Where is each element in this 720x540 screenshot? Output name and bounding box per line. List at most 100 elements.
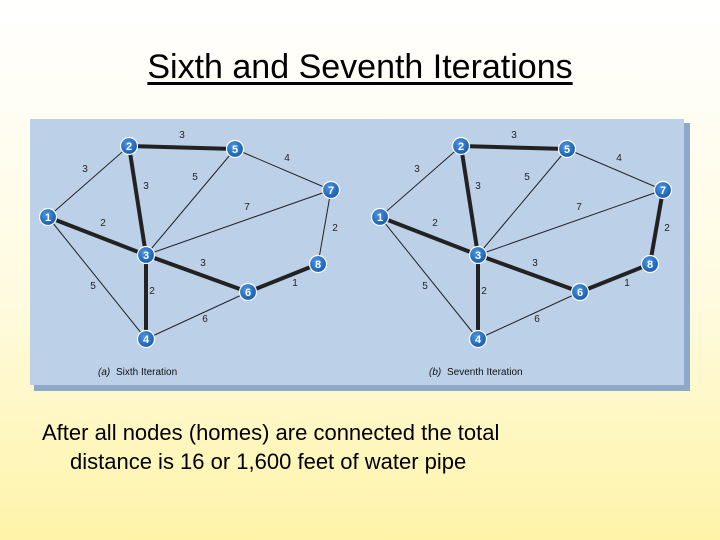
node-2 xyxy=(451,136,471,156)
edge-weight-3-4: 2 xyxy=(149,286,155,297)
slide-title: Sixth and Seventh Iterations xyxy=(147,48,573,86)
body-line-2: distance is 16 or 1,600 feet of water pi… xyxy=(70,449,467,474)
edge-1-3-selected xyxy=(46,215,148,257)
edge-weight-5-7: 4 xyxy=(616,153,622,164)
edge-7-8-selected xyxy=(648,188,665,266)
edge-weight-2-3: 3 xyxy=(143,181,149,192)
node-5 xyxy=(557,139,577,159)
edge-1-2 xyxy=(379,145,462,218)
edge-2-3-selected xyxy=(127,144,148,257)
edge-layer xyxy=(46,144,332,341)
edge-weight-6-8: 1 xyxy=(624,278,630,289)
edge-2-5-selected xyxy=(127,144,237,151)
node-1 xyxy=(370,207,390,227)
node-5 xyxy=(225,139,245,159)
body-text: After all nodes (homes) are connected th… xyxy=(42,418,682,476)
node-8-label: 8 xyxy=(315,259,321,271)
node-5-label: 5 xyxy=(232,144,238,156)
node-7-label: 7 xyxy=(660,185,666,197)
edge-3-7 xyxy=(477,189,664,256)
node-3 xyxy=(468,245,488,265)
node-6 xyxy=(570,282,590,302)
edge-2-5-selected xyxy=(459,144,569,151)
edge-6-8-selected xyxy=(578,262,652,294)
edge-weight-7-8: 2 xyxy=(664,223,670,234)
edge-weight-4-6: 6 xyxy=(534,314,540,325)
edge-weight-5-3: 5 xyxy=(524,172,530,183)
node-8-label: 8 xyxy=(647,259,653,271)
edge-2-3-selected xyxy=(459,144,480,257)
panel-background xyxy=(30,119,684,385)
node-4 xyxy=(136,329,156,349)
edge-3-7 xyxy=(145,189,332,256)
node-7-label: 7 xyxy=(328,185,334,197)
body-line-1: After all nodes (homes) are connected th… xyxy=(42,420,500,445)
edge-weight-2-3: 3 xyxy=(475,181,481,192)
node-2-label: 2 xyxy=(458,141,464,153)
edge-5-7 xyxy=(566,148,664,191)
node-3-label: 3 xyxy=(143,250,149,262)
edge-weight-3-6: 3 xyxy=(532,258,538,269)
edge-layer xyxy=(378,144,665,341)
node-layer: 1 2 3 4 5 6 7 8 xyxy=(38,136,341,349)
node-4-label: 4 xyxy=(475,334,482,346)
edge-weight-3-4: 2 xyxy=(481,286,487,297)
node-1-label: 1 xyxy=(377,212,383,224)
edge-3-6-selected xyxy=(476,253,582,294)
edge-3-6-selected xyxy=(144,253,250,294)
caption-b-prefix: (b) xyxy=(429,367,441,378)
edge-1-3-selected xyxy=(378,215,480,257)
node-3-label: 3 xyxy=(475,250,481,262)
node-2 xyxy=(119,136,139,156)
edge-weight-1-3: 2 xyxy=(432,218,438,229)
edge-4-6 xyxy=(145,291,249,340)
edge-5-3 xyxy=(145,148,236,256)
node-1 xyxy=(38,207,58,227)
graph-sixth-iteration: 3 2 5 3 3 5 4 7 2 3 2 1 61 2 3 4 5 6 7 8 xyxy=(38,130,341,349)
node-2-label: 2 xyxy=(126,141,132,153)
edge-weight-5-3: 5 xyxy=(192,172,198,183)
edge-1-4 xyxy=(379,216,479,340)
caption-a-prefix: (a) xyxy=(98,367,110,378)
edge-weight-6-8: 1 xyxy=(292,278,298,289)
caption-b: (b) Seventh Iteration xyxy=(429,367,523,378)
node-6 xyxy=(238,282,258,302)
edge-weight-4-6: 6 xyxy=(202,314,208,325)
node-6-label: 6 xyxy=(577,287,583,299)
caption-b-text: Seventh Iteration xyxy=(447,367,523,378)
node-1-label: 1 xyxy=(45,212,51,224)
edge-weight-7-8: 2 xyxy=(332,223,338,234)
edge-weight-3-7: 7 xyxy=(244,202,250,213)
node-8 xyxy=(640,254,660,274)
edge-1-2 xyxy=(47,145,130,218)
edge-6-8-selected xyxy=(246,262,320,294)
edge-weight-1-3: 2 xyxy=(100,218,106,229)
edge-7-8 xyxy=(317,189,332,265)
edge-5-7 xyxy=(234,148,332,191)
node-4 xyxy=(468,329,488,349)
caption-a-text: Sixth Iteration xyxy=(116,367,177,378)
node-8 xyxy=(308,254,328,274)
weight-label-layer: 3 2 5 3 3 5 4 7 2 3 2 1 6 xyxy=(414,130,670,325)
caption-a: (a) Sixth Iteration xyxy=(98,367,177,378)
node-layer: 1 2 3 4 5 6 7 8 xyxy=(370,136,673,349)
node-5-label: 5 xyxy=(564,144,570,156)
node-3 xyxy=(136,245,156,265)
node-7 xyxy=(653,180,673,200)
edge-weight-1-4: 5 xyxy=(90,281,96,292)
edge-weight-2-5: 3 xyxy=(511,130,517,141)
edge-weight-3-6: 3 xyxy=(200,258,206,269)
edge-1-4 xyxy=(47,216,147,340)
node-4-label: 4 xyxy=(143,334,150,346)
node-6-label: 6 xyxy=(245,287,251,299)
edge-weight-1-2: 3 xyxy=(82,164,88,175)
edge-5-3 xyxy=(477,148,568,256)
edge-weight-1-4: 5 xyxy=(422,281,428,292)
edge-4-6 xyxy=(477,291,581,340)
node-7 xyxy=(321,180,341,200)
edge-weight-1-2: 3 xyxy=(414,164,420,175)
